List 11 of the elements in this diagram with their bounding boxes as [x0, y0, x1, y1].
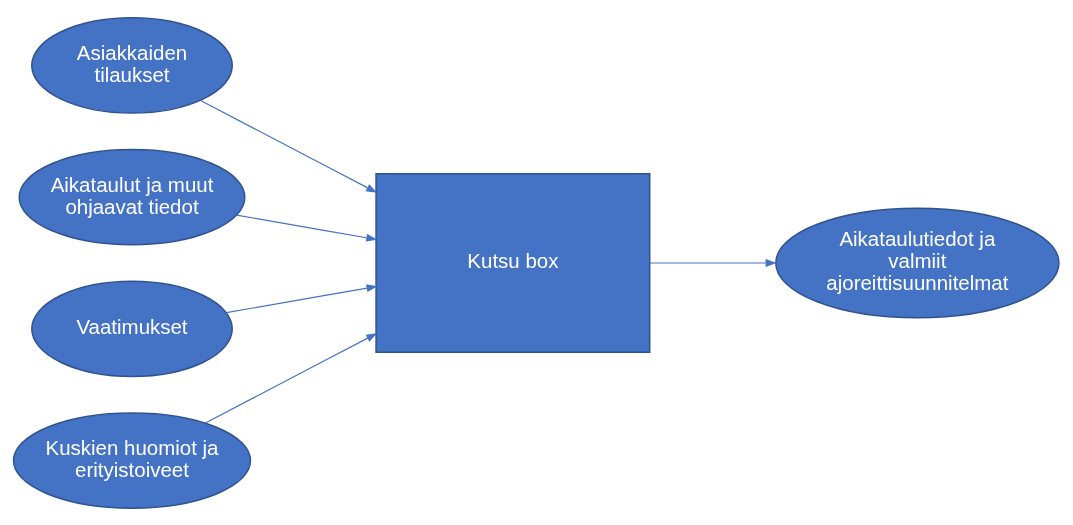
node-box: Kutsu box — [375, 172, 651, 353]
node-ellipse: Aikataulutiedot ja valmiit ajoreittisuunnitelmat — [775, 206, 1060, 319]
arrow — [649, 258, 777, 267]
arrow — [225, 283, 378, 313]
node-ellipse: Vaatimukset — [31, 280, 233, 377]
arrow — [236, 214, 378, 242]
arrow — [204, 332, 378, 424]
node-ellipse: Asiakkaiden tilaukset — [31, 16, 233, 114]
node-ellipse: Aikataulut ja muut ohjaavat tiedot — [18, 148, 246, 245]
node-ellipse: Kuskien huomiot ja erityistoiveet — [12, 411, 252, 509]
arrow — [200, 99, 378, 193]
